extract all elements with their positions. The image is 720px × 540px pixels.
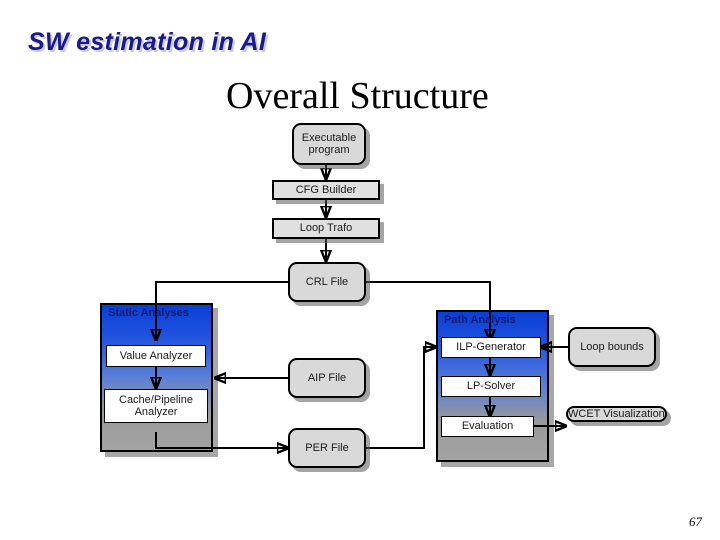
node-value-analyzer[interactable]: Value Analyzer <box>106 345 206 367</box>
panel-static-analyses-label: Static Analyses <box>108 307 189 319</box>
page-title: SW estimation in AI <box>28 28 267 56</box>
node-wcet-visualization[interactable]: WCET Visualization <box>566 406 667 423</box>
node-executable-program[interactable]: Executable program <box>292 123 366 165</box>
node-cache-pipeline-analyzer[interactable]: Cache/Pipeline Analyzer <box>104 389 208 423</box>
node-loop-bounds[interactable]: Loop bounds <box>568 327 656 367</box>
wire-per-to-ilp <box>366 347 436 449</box>
node-aip-file[interactable]: AIP File <box>288 358 366 398</box>
node-loop-trafo[interactable]: Loop Trafo <box>272 218 380 239</box>
node-lp-solver[interactable]: LP-Solver <box>441 376 541 397</box>
figure-heading: Overall Structure <box>226 75 489 117</box>
panel-path-analysis-label: Path Analysis <box>444 314 516 326</box>
node-evaluation[interactable]: Evaluation <box>441 416 534 437</box>
node-crl-file[interactable]: CRL File <box>288 262 366 302</box>
node-ilp-generator[interactable]: ILP-Generator <box>441 337 541 358</box>
node-per-file[interactable]: PER File <box>288 428 366 468</box>
node-cfg-builder[interactable]: CFG Builder <box>272 180 380 200</box>
page-number: 67 <box>689 514 702 529</box>
panel-static-analyses[interactable] <box>100 303 213 452</box>
